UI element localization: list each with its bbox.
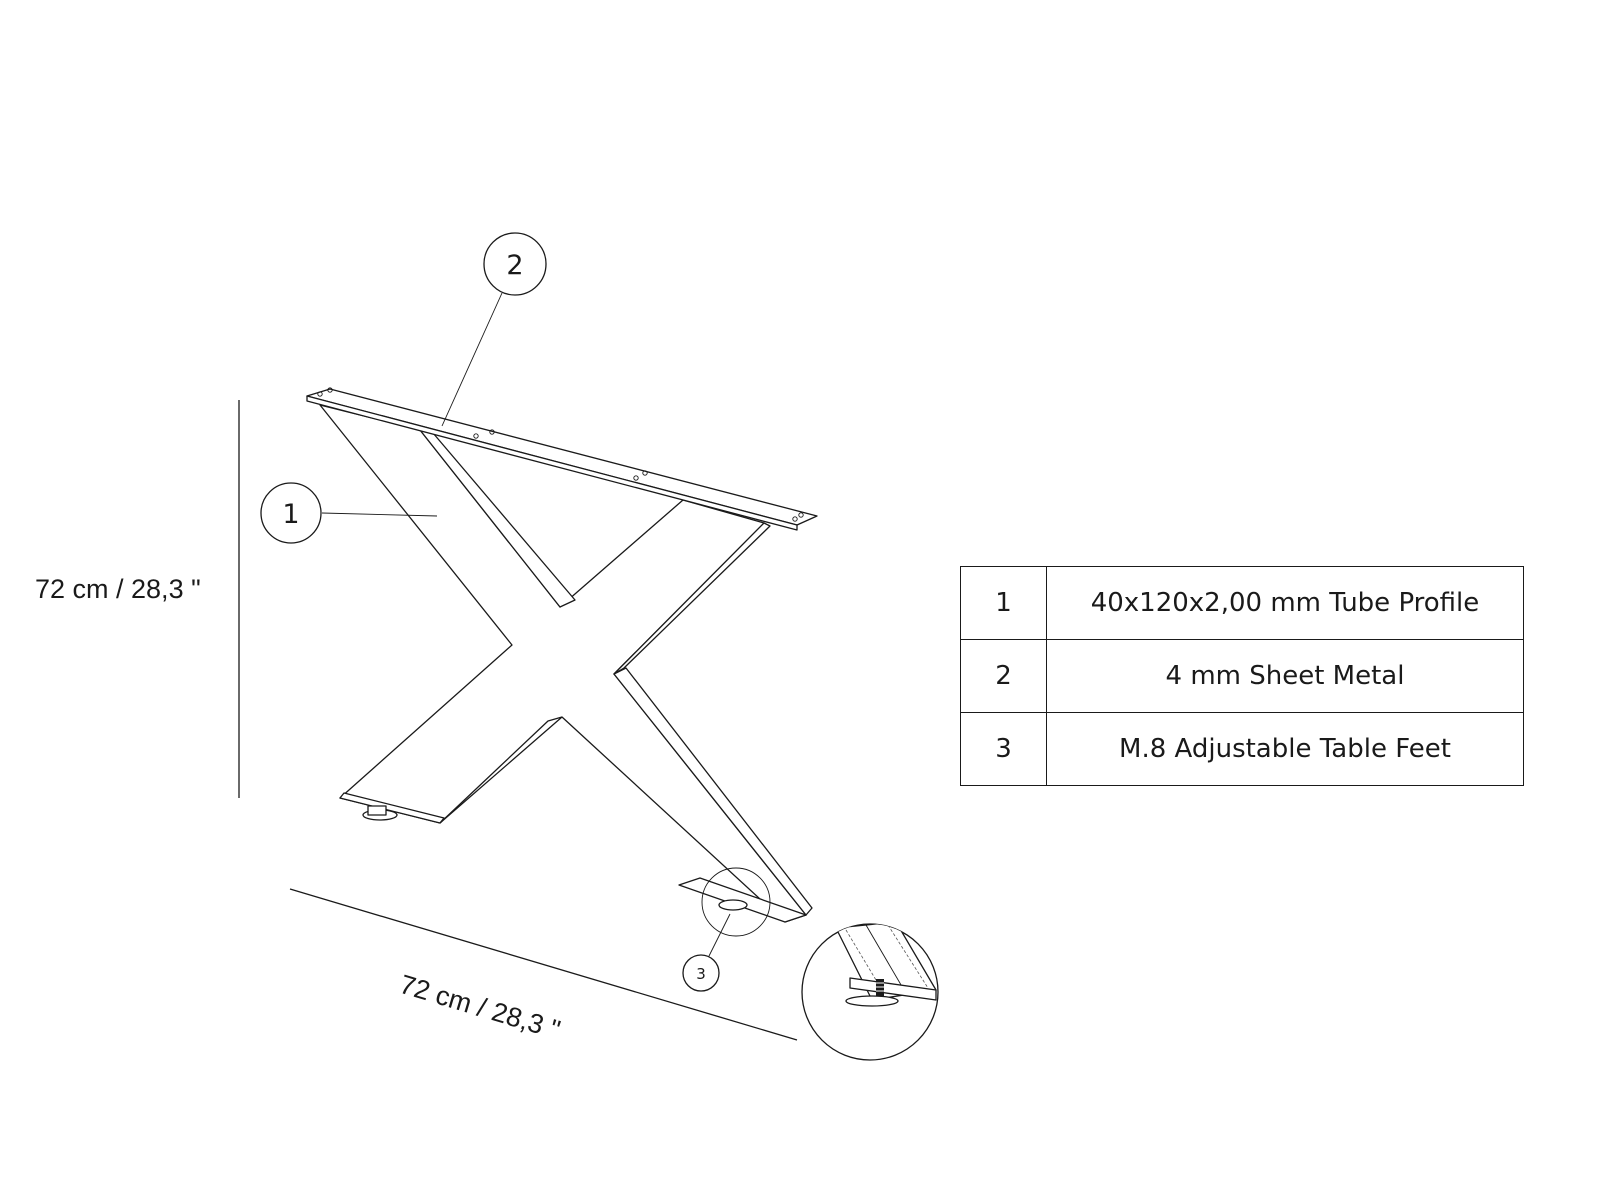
part-description: 4 mm Sheet Metal: [1046, 639, 1524, 713]
callout-3-leader: [707, 913, 731, 959]
table-row: 1 40x120x2,00 mm Tube Profile: [960, 566, 1524, 640]
part-description: 40x120x2,00 mm Tube Profile: [1046, 566, 1524, 640]
callout-1-leader: [321, 512, 438, 517]
screw-hole: [792, 516, 798, 522]
callout-2-bubble: [483, 232, 547, 296]
callout-3-bubble: [682, 954, 720, 992]
callout-2-leader: [441, 292, 503, 427]
part-number: 1: [960, 566, 1047, 640]
table-row: 3 M.8 Adjustable Table Feet: [960, 712, 1524, 786]
callout-1-number: 1: [282, 499, 299, 530]
top-plate-edge: [306, 395, 798, 531]
screw-hole: [489, 429, 495, 435]
x-leg-right-foot-cap: [678, 877, 807, 923]
callout-2-number: 2: [506, 250, 523, 281]
x-leg-left-foot-cap: [339, 792, 445, 824]
screw-hole: [327, 387, 333, 393]
adjustable-feet: [362, 805, 748, 911]
width-dimension-label: 72 cm / 28,3 ": [396, 969, 563, 1045]
x-leg-side-lower: [613, 667, 813, 916]
right-foot-pad: [718, 899, 748, 911]
height-dimension-label: 72 cm / 28,3 ": [35, 574, 201, 604]
x-leg-side-right: [613, 522, 771, 675]
x-leg-frame: [319, 404, 813, 923]
foot-detail-view: [801, 923, 939, 1061]
x-leg-front-face: [319, 404, 807, 923]
screw-hole: [473, 433, 479, 439]
part-description: M.8 Adjustable Table Feet: [1046, 712, 1524, 786]
x-leg-lower-left-edge: [439, 716, 563, 824]
part-number: 2: [960, 639, 1047, 713]
screw-hole: [633, 475, 639, 481]
screw-hole: [642, 470, 648, 476]
callout-2: 2: [441, 232, 547, 427]
width-dimension-line: [289, 888, 798, 1041]
table-row: 2 4 mm Sheet Metal: [960, 639, 1524, 713]
detail-foot-pad: [845, 995, 899, 1007]
screw-hole: [317, 391, 323, 397]
part-number: 3: [960, 712, 1047, 786]
detail-tube-bottom: [849, 977, 937, 1001]
parts-table: 1 40x120x2,00 mm Tube Profile 2 4 mm She…: [960, 566, 1524, 786]
callout-3-number: 3: [696, 965, 706, 983]
callout-3: 3: [682, 867, 771, 992]
detail-marker-circle: [701, 867, 771, 937]
left-foot-stem: [367, 805, 387, 816]
top-mounting-plate: [306, 387, 818, 531]
callout-1-bubble: [260, 482, 322, 544]
callout-1: 1: [260, 482, 438, 544]
screw-hole: [798, 512, 804, 518]
